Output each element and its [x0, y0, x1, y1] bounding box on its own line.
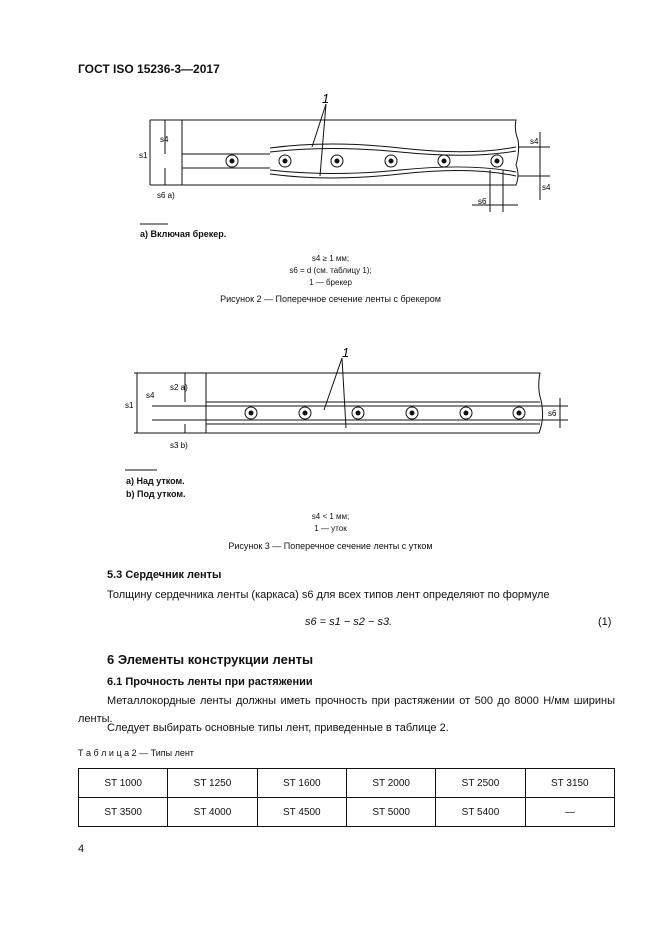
belt-outline: [181, 119, 520, 186]
table-cell: ST 1000: [77, 768, 169, 798]
table-2: ST 1000 ST 1250 ST 1600 ST 2000 ST 2500 …: [77, 768, 616, 827]
belt-outline: [205, 372, 544, 434]
breaker-top: [269, 143, 517, 153]
page-number: 4: [78, 843, 85, 855]
dim-label: s3 b): [170, 441, 188, 450]
table-cell: —: [524, 797, 616, 827]
table-cell: ST 2500: [435, 768, 526, 798]
table-cell: ST 1600: [256, 768, 347, 798]
table-cell: ST 5000: [345, 797, 437, 827]
section-6-heading: 6 Элементы конструкции ленты: [107, 652, 314, 667]
dim-label: s6: [548, 409, 557, 418]
figure-2-footnote: a) Включая брекер.: [140, 229, 227, 239]
dim-label: s4: [146, 391, 155, 400]
dim-label: s6 a): [157, 191, 175, 200]
section-6-1-heading: 6.1 Прочность ленты при растяжении: [107, 676, 313, 688]
table-row: ST 1000 ST 1250 ST 1600 ST 2000 ST 2500 …: [77, 768, 616, 798]
table-cell: ST 3500: [77, 797, 169, 827]
section-6-1-para-2: Следует выбирать основные типы лент, при…: [107, 722, 449, 734]
dim-label: s4: [530, 137, 539, 146]
figure-3-legend-line: 1 — уток: [314, 524, 347, 533]
figure-2-legend-line: s6 = d (см. таблицу 1);: [289, 266, 372, 275]
dim-label: s1: [125, 401, 134, 410]
section-5-3-text: Толщину сердечника ленты (каркаса) s6 дл…: [107, 589, 550, 601]
dim-label: s6: [478, 197, 487, 206]
figure-3-legend-line: s4 < 1 мм;: [311, 512, 350, 521]
table-cell: ST 2000: [345, 768, 437, 798]
table-2-title: Т а б л и ц а 2 — Типы лент: [78, 748, 194, 758]
table-cell: ST 4000: [167, 797, 258, 827]
table-cell: ST 3150: [524, 768, 616, 798]
dim-label: s1: [139, 151, 148, 160]
formula-number: (1): [598, 616, 612, 628]
figure-3-callout: 1: [342, 345, 349, 360]
dim-label: s4: [542, 183, 551, 192]
figure-2-callout: 1: [322, 91, 329, 106]
figure-2-legend-line: 1 — брекер: [309, 278, 352, 287]
formula: s6 = s1 − s2 − s3.: [305, 616, 393, 628]
figure-2-caption: Рисунок 2 — Поперечное сечение ленты с б…: [220, 294, 441, 304]
figure-2-diagram: 1 s1 s4 s6 a) s4 s4 s6: [139, 91, 551, 225]
figure-2-legend-line: s4 ≥ 1 мм;: [311, 254, 350, 263]
breaker-bottom: [269, 169, 517, 179]
figure-3-diagram: 1 s1 s2 a) s4 s3 b) s6: [125, 345, 568, 471]
table-cell: ST 5400: [435, 797, 526, 827]
section-5-3-heading: 5.3 Сердечник ленты: [107, 569, 222, 581]
table-cell: ST 1250: [167, 768, 258, 798]
dim-label: s2 a): [170, 383, 188, 392]
document-header: ГОСТ ISO 15236-3—2017: [78, 62, 220, 76]
section-6-1-para-1: Металлокордные ленты должны иметь прочно…: [78, 695, 615, 725]
figure-3-footnote-b: b) Под утком.: [126, 489, 186, 499]
figure-3-caption: Рисунок 3 — Поперечное сечение ленты с у…: [228, 541, 433, 551]
figure-3-footnote-a: a) Над утком.: [126, 476, 185, 486]
table-cell: ST 4500: [256, 797, 347, 827]
table-row: ST 3500 ST 4000 ST 4500 ST 5000 ST 5400 …: [77, 797, 616, 827]
dim-label: s4: [160, 135, 169, 144]
